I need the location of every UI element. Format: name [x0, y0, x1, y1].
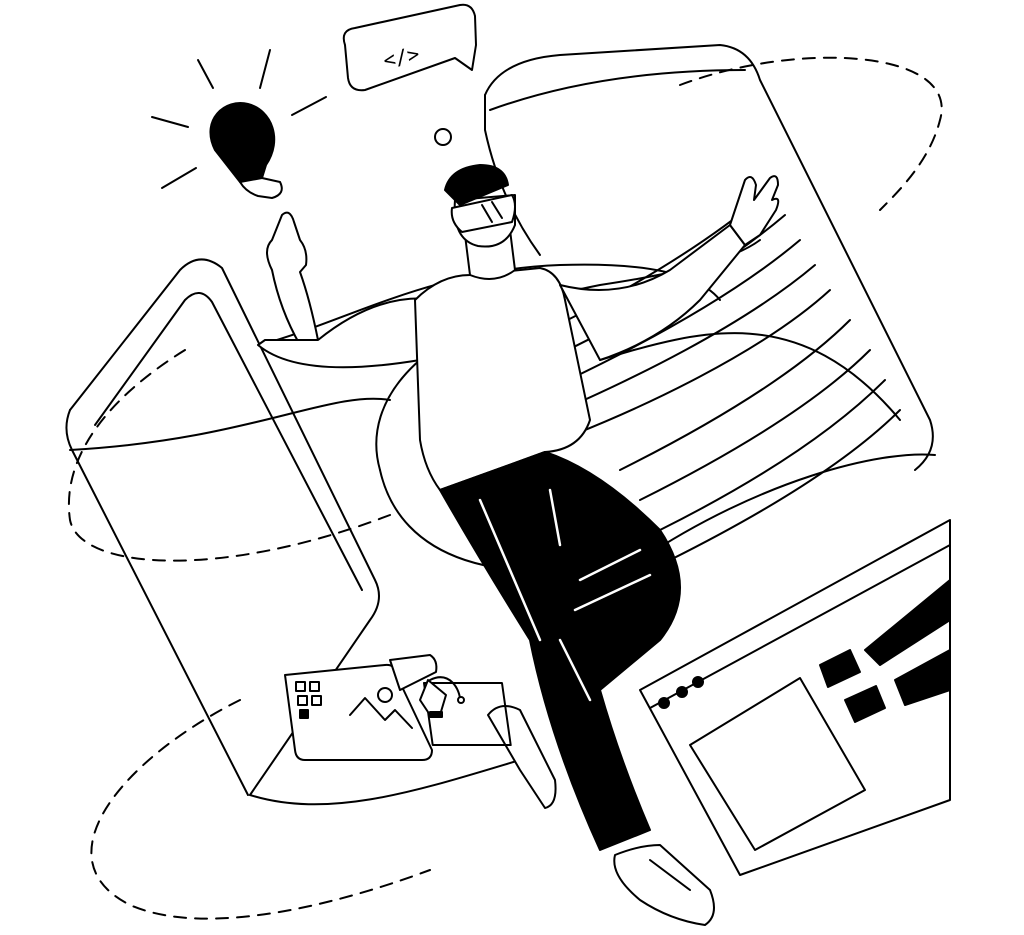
thought-dot	[434, 128, 452, 146]
character	[257, 164, 780, 926]
pen-tool-icon	[389, 654, 465, 718]
browser-window	[639, 519, 951, 876]
code-bubble-icon: </>	[342, 3, 477, 146]
drawing-tablet	[284, 654, 512, 761]
left-phone-screen	[65, 258, 391, 796]
vr-headset-icon	[450, 194, 516, 233]
light-bulb-icon	[151, 49, 327, 199]
